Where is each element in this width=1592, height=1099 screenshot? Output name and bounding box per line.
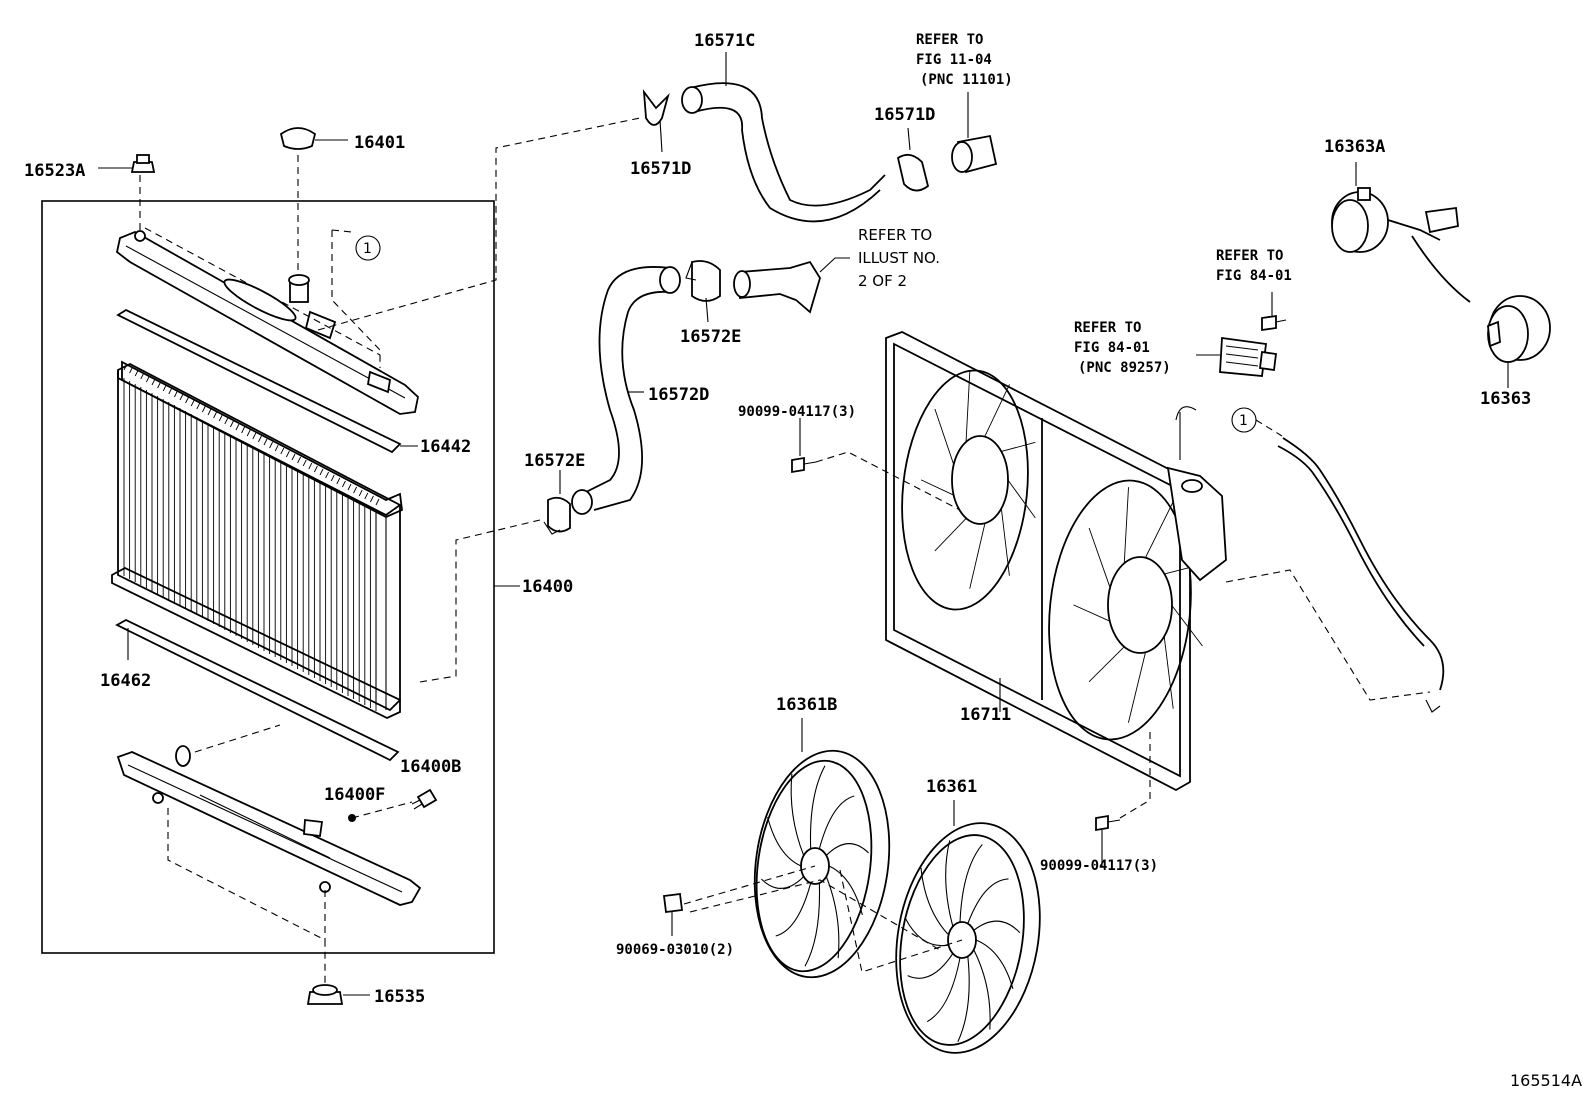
note-refer-fig-11-04: REFER TO FIG 11-04 (PNC 11101) [916, 32, 1013, 88]
svg-text:FIG 11-04: FIG 11-04 [916, 52, 992, 68]
label-bolt-lower[interactable]: 90099-04117(3) [1040, 858, 1158, 874]
label-16361b[interactable]: 16361B [776, 695, 837, 715]
svg-text:REFER TO: REFER TO [1216, 248, 1283, 264]
drain-cock-plug[interactable] [348, 788, 438, 822]
label-16462[interactable]: 16462 [100, 671, 151, 691]
svg-text:(PNC 11101): (PNC 11101) [920, 72, 1013, 88]
lower-hose-clamp-lower[interactable] [543, 470, 571, 535]
label-16571d-left[interactable]: 16571D [630, 159, 691, 179]
label-16361[interactable]: 16361 [926, 777, 977, 797]
upper-support-cushion[interactable] [98, 154, 156, 173]
reference-circle-left: 1 [355, 235, 381, 261]
label-16572e-top[interactable]: 16572E [680, 327, 741, 347]
upper-hose-clamp-right[interactable] [896, 127, 930, 192]
upper-hose-clamp-left[interactable] [642, 88, 670, 153]
lower-tank-gasket[interactable] [115, 618, 400, 762]
lower-hose-clamp-upper[interactable] [685, 260, 721, 323]
note-refer-fig-84-01-bolt: REFER TO FIG 84-01 [1216, 248, 1292, 284]
radiator-lower-tank[interactable] [116, 745, 422, 906]
label-16572e-left[interactable]: 16572E [524, 451, 585, 471]
upper-tank-gasket[interactable] [116, 308, 402, 454]
label-bolt-upper[interactable]: 90099-04117(3) [738, 404, 856, 420]
water-inlet-pipe[interactable] [733, 257, 850, 314]
cooling-fan-16361b[interactable] [741, 718, 903, 986]
svg-text:2 OF 2: 2 OF 2 [858, 272, 907, 290]
fan-shroud[interactable] [885, 331, 1227, 792]
label-16400b[interactable]: 16400B [400, 757, 461, 777]
shroud-bolt-upper[interactable] [791, 418, 817, 474]
fan-motor-16363[interactable] [1487, 295, 1551, 388]
svg-text:1: 1 [1239, 413, 1248, 429]
label-16571d-right[interactable]: 16571D [874, 105, 935, 125]
fan-motor-16363a[interactable] [1331, 162, 1471, 303]
svg-text:FIG 84-01: FIG 84-01 [1074, 340, 1150, 356]
svg-text:ILLUST NO.: ILLUST NO. [858, 249, 940, 267]
radiator-core[interactable] [111, 360, 403, 719]
note-refer-illust: REFER TO ILLUST NO. 2 OF 2 [858, 226, 940, 290]
label-16571c[interactable]: 16571C [694, 31, 755, 51]
note-refer-fig-84-01-relay: REFER TO FIG 84-01 (PNC 89257) [1074, 320, 1171, 376]
label-16572d[interactable]: 16572D [648, 385, 709, 405]
engine-outlet-pipe[interactable] [951, 92, 998, 174]
upper-hose[interactable] [681, 52, 886, 223]
label-16711[interactable]: 16711 [960, 705, 1011, 725]
label-16523a[interactable]: 16523A [24, 161, 85, 181]
label-16400f[interactable]: 16400F [324, 785, 385, 805]
label-16442[interactable]: 16442 [420, 437, 471, 457]
label-16401[interactable]: 16401 [354, 133, 405, 153]
radiator-upper-tank[interactable] [116, 230, 419, 415]
label-16363a[interactable]: 16363A [1324, 137, 1385, 157]
radiator-cap[interactable] [279, 127, 348, 150]
svg-text:REFER TO: REFER TO [858, 226, 932, 244]
reference-circle-right: 1 [1231, 407, 1257, 433]
shroud-bolt-lower[interactable] [1095, 814, 1121, 866]
lower-hose[interactable] [571, 266, 681, 515]
diagram-code: 165514A [1510, 1071, 1582, 1090]
radiator-assembly-frame [41, 200, 495, 954]
fan-nut[interactable] [662, 892, 684, 936]
svg-text:1: 1 [363, 241, 372, 257]
relay-bolt[interactable] [1261, 292, 1287, 332]
label-16400[interactable]: 16400 [522, 577, 573, 597]
label-16535[interactable]: 16535 [374, 987, 425, 1007]
svg-text:REFER TO: REFER TO [1074, 320, 1141, 336]
label-nut[interactable]: 90069-03010(2) [616, 942, 734, 958]
cooling-fan-16361[interactable] [879, 800, 1057, 1064]
svg-text:FIG 84-01: FIG 84-01 [1216, 268, 1292, 284]
svg-text:REFER TO: REFER TO [916, 32, 983, 48]
fan-relay[interactable] [1196, 336, 1278, 377]
svg-text:(PNC 89257): (PNC 89257) [1078, 360, 1171, 376]
label-16363[interactable]: 16363 [1480, 389, 1531, 409]
lower-support-cushion[interactable] [306, 984, 370, 1005]
